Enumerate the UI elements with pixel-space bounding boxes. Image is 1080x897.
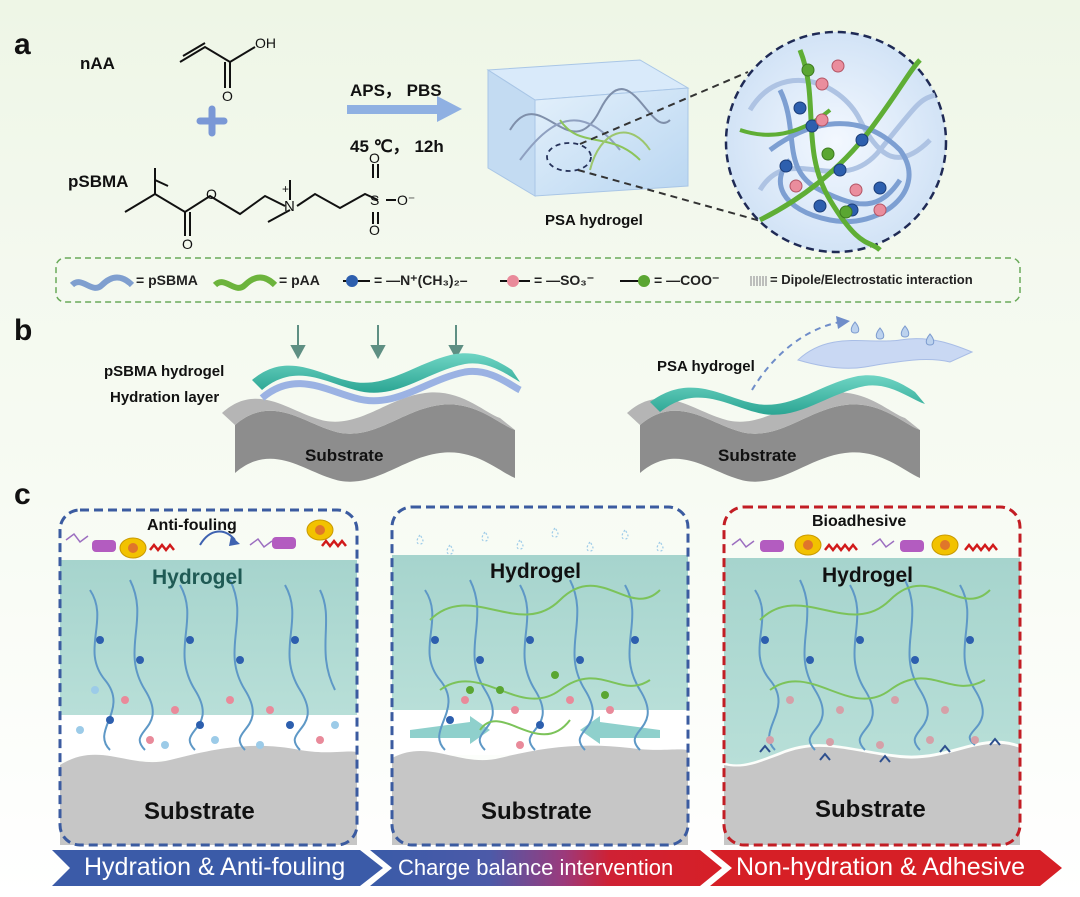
monomer-naa-label: nAA [80, 54, 115, 73]
banner-stage-charge-balance: Charge balance intervention [398, 855, 674, 880]
atom-o-ester: O [206, 186, 217, 202]
legend-sulfonate-label: = —SO₃⁻ [534, 272, 595, 288]
pressure-arrows [290, 325, 464, 360]
banner-stage-adhesive: Non-hydration & Adhesive [736, 853, 1026, 881]
banner-stage-hydration: Hydration & Anti-fouling [84, 853, 346, 881]
hydration-layer-label: Hydration layer [110, 389, 220, 406]
hydrogel-cube [486, 59, 690, 197]
box1-substrate-label: Substrate [144, 798, 255, 825]
plus-sign [196, 105, 228, 137]
panel-label-b: b [14, 314, 33, 347]
box2-illustration [392, 527, 688, 845]
substrate-block-left [222, 392, 515, 482]
legend-psbma-swatch [69, 274, 135, 291]
substrate-label-right: Substrate [718, 446, 797, 465]
box2-hydrogel-label: Hydrogel [490, 560, 582, 583]
box3-illustration [724, 534, 1020, 845]
reaction-condition-reagents: APS， PBS [350, 81, 442, 100]
panel-label-a: a [14, 28, 31, 61]
atom-s: S [370, 192, 380, 208]
box1-illustration [60, 519, 357, 845]
anti-fouling-label: Anti-fouling [147, 517, 237, 534]
stage-banner [52, 850, 1062, 886]
legend-ammonium-label: = —N⁺(CH₃)₂– [374, 272, 468, 288]
box2-frame [390, 505, 690, 847]
legend-carboxylate-label: = —COO⁻ [654, 272, 720, 288]
removed-water-layer [751, 316, 974, 391]
product-label: PSA hydrogel [545, 212, 643, 229]
box3-hydrogel-label: Hydrogel [822, 564, 914, 587]
psbma-hydrogel-label: pSBMA hydrogel [104, 363, 225, 380]
substrate-label-left: Substrate [305, 446, 384, 465]
monomer-psbma-label: pSBMA [68, 172, 129, 191]
legend-interaction-swatch [750, 276, 767, 286]
sbma-structure [124, 164, 396, 236]
psa-hydrogel-label: PSA hydrogel [657, 358, 755, 375]
acrylic-acid-structure [179, 42, 256, 88]
psa-sheet-right [650, 375, 925, 415]
box3-frame [722, 505, 1022, 847]
atom-n-charge: + [282, 182, 290, 196]
panel-label-c: c [14, 478, 31, 511]
legend-interaction-label: = Dipole/Electrostatic interaction [770, 272, 973, 287]
hydration-sheet-left [252, 353, 522, 405]
legend-carboxylate-swatch [620, 275, 650, 287]
network-zoom-circle [724, 30, 948, 254]
atom-oh: OH [255, 35, 276, 51]
box3-substrate-label: Substrate [815, 796, 926, 823]
atom-o-minus: O⁻ [397, 192, 416, 208]
box1-hydrogel-label: Hydrogel [152, 566, 244, 589]
legend-ammonium-swatch [343, 275, 370, 287]
reaction-condition-temperature: 45 ℃， 12h [350, 137, 444, 156]
box2-substrate-label: Substrate [481, 798, 592, 825]
atom-o-carbonyl: O [182, 236, 193, 252]
atom-n: N [284, 198, 295, 215]
substrate-block-right [627, 392, 920, 482]
atom-o-top: O [369, 150, 380, 166]
atom-o-bottom: O [369, 222, 380, 238]
bioadhesive-label: Bioadhesive [812, 513, 907, 530]
legend-paa-swatch [212, 274, 278, 291]
box1-frame [58, 508, 359, 847]
legend-sulfonate-swatch [500, 275, 530, 287]
reaction-arrow [347, 96, 462, 122]
legend-psbma-label: = pSBMA [136, 272, 198, 288]
legend-box [55, 257, 1021, 303]
legend-paa-label: = pAA [279, 272, 320, 288]
atom-o-double: O [222, 88, 233, 104]
